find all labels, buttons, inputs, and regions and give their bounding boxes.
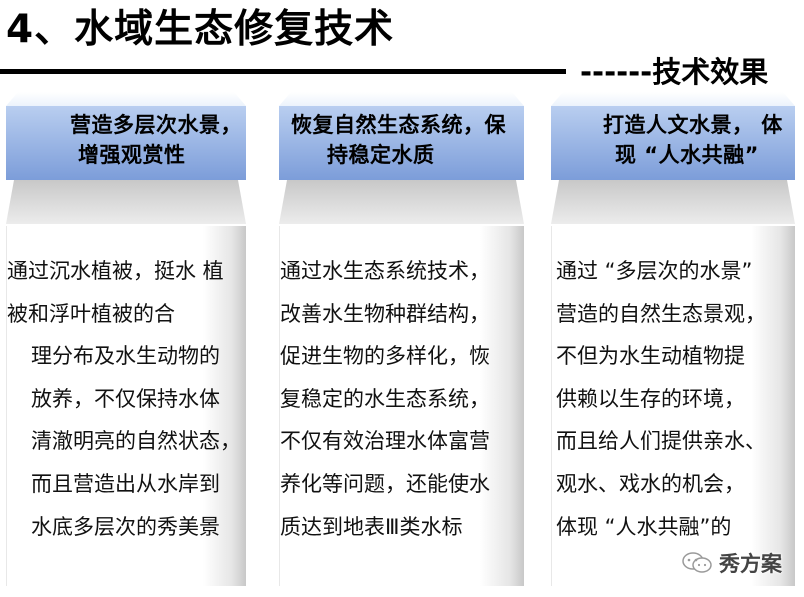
- header-line: 打造人文水景， 体: [603, 113, 783, 137]
- body-line: 理分布及水生动物的: [31, 344, 220, 369]
- column-header-text: 恢复自然生态系统，保 持稳定水质: [291, 110, 518, 170]
- body-line: 通过水生态系统技术，: [280, 259, 490, 283]
- wechat-icon: [681, 552, 713, 574]
- column-header-fill: [6, 106, 246, 180]
- body-line: 通过 “多层次的水景”: [556, 259, 753, 283]
- body-line: 营造的自然生态景观，: [556, 301, 766, 326]
- column-header: 打造人文水景， 体 现 “人水共融”: [551, 92, 795, 180]
- body-line: 供赖以生存的环境，: [556, 386, 745, 411]
- header-line: 持稳定水质: [327, 143, 435, 167]
- column-header-text: 营造多层次水景， 增强观赏性: [18, 110, 240, 170]
- column-header: 营造多层次水景， 增强观赏性: [6, 92, 246, 180]
- body-line: 放养，不仅保持水体: [31, 386, 220, 411]
- column-body: 通过沉水植被，挺水 植 被和浮叶植被的合 理分布及水生动物的 放养，不仅保持水体…: [6, 226, 246, 586]
- header-line: 现 “人水共融”: [615, 143, 759, 167]
- body-line: 被和浮叶植被的合: [7, 301, 175, 326]
- column-header-fill: [551, 106, 795, 180]
- header-line: 恢复自然生态系统，保: [291, 113, 506, 137]
- watermark-text: 秀方案: [719, 552, 782, 576]
- watermark: 秀方案: [681, 548, 782, 578]
- page-title: 4、水域生态修复技术: [6, 7, 395, 52]
- body-line: 不仅有效治理水体富营: [280, 429, 490, 454]
- body-line: 促进生物的多样化，恢: [280, 344, 490, 369]
- body-line: 体现 “人水共融”的: [556, 514, 732, 539]
- section-subtitle: ------技术效果: [580, 55, 769, 89]
- body-line: 复稳定的水生态系统，: [280, 386, 490, 411]
- body-line: 不但为水生动植物提: [556, 344, 745, 369]
- column-body: 通过水生态系统技术， 改善水生物种群结构， 促进生物的多样化，恢 复稳定的水生态…: [279, 226, 524, 586]
- body-line: 水底多层次的秀美景: [31, 514, 220, 539]
- column-body-text: 通过水生态系统技术， 改善水生物种群结构， 促进生物的多样化，恢 复稳定的水生态…: [280, 250, 524, 548]
- body-line: 改善水生物种群结构，: [280, 301, 490, 326]
- header-line: 增强观赏性: [78, 143, 186, 167]
- column-body-text: 通过 “多层次的水景” 营造的自然生态景观， 不但为水生动植物提 供赖以生存的环…: [552, 250, 795, 548]
- body-line: 而且给人们提供亲水、: [556, 429, 766, 454]
- body-line: 观水、戏水的机会，: [556, 471, 745, 496]
- header-line: 营造多层次水景，: [70, 113, 242, 137]
- body-line: 而且营造出从水岸到: [31, 471, 220, 496]
- body-line: 养化等问题，还能使水: [280, 471, 490, 496]
- column-body: 通过 “多层次的水景” 营造的自然生态景观， 不但为水生动植物提 供赖以生存的环…: [551, 226, 795, 586]
- column-separator: [279, 180, 524, 224]
- column-body-text: 通过沉水植被，挺水 植 被和浮叶植被的合 理分布及水生动物的 放养，不仅保持水体…: [7, 250, 246, 548]
- column-header: 恢复自然生态系统，保 持稳定水质: [279, 92, 524, 180]
- body-line: 质达到地表Ⅲ类水标: [280, 514, 463, 539]
- title-underline: [0, 69, 566, 74]
- body-line: 通过沉水植被，挺水 植: [7, 259, 224, 283]
- column-header-text: 打造人文水景， 体 现 “人水共融”: [563, 110, 789, 170]
- body-line: 清澈明亮的自然状态，: [31, 429, 241, 454]
- column-header-fill: [279, 106, 524, 180]
- column-separator: [551, 180, 795, 224]
- column-separator: [6, 180, 246, 224]
